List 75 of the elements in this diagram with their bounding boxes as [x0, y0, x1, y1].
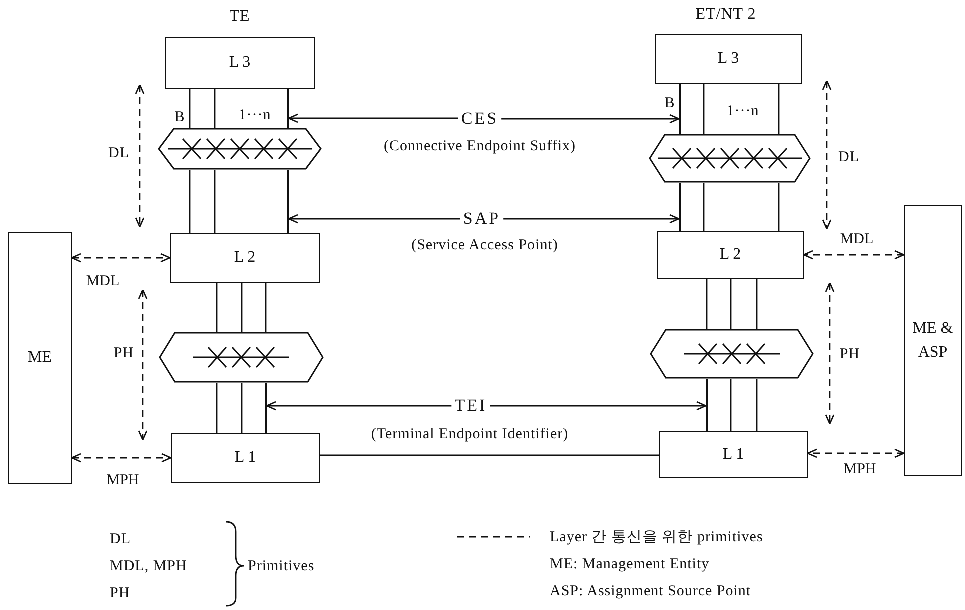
box-label: ME & ASP	[912, 318, 954, 362]
layer-box	[659, 431, 808, 478]
arrow	[502, 114, 680, 124]
acronym-expansion: (Terminal Endpoint Identifier)	[371, 426, 569, 444]
arrow	[71, 453, 172, 463]
connector-line	[214, 89, 216, 128]
arrow	[490, 401, 707, 411]
connector-line	[706, 279, 708, 329]
connector-line	[778, 84, 780, 134]
connector-line	[730, 379, 732, 431]
connector-line	[216, 283, 218, 332]
label-text: ASP: Assignment Source Point	[550, 584, 752, 600]
layer-box	[655, 34, 802, 84]
connector-line	[241, 283, 243, 332]
connector-line	[730, 279, 732, 329]
channel-line	[287, 170, 289, 233]
connector-line	[778, 183, 780, 231]
channel-line	[287, 89, 289, 128]
channel-line	[265, 383, 267, 433]
box-label: ME	[28, 348, 52, 368]
connector-line	[703, 183, 705, 231]
entity-box	[904, 205, 962, 476]
acronym-expansion: (Connective Endpoint Suffix)	[384, 138, 576, 156]
hexagon-symbol	[649, 134, 811, 183]
connector-line	[189, 89, 191, 128]
arrow	[807, 448, 905, 458]
box-label: L 2	[234, 248, 256, 268]
connector-line	[189, 170, 191, 233]
arrow	[266, 401, 452, 411]
label-text: 1···n	[726, 104, 760, 120]
legend-text: Layer 간 통신을 위한 primitives	[550, 528, 764, 546]
channel-line	[706, 379, 708, 431]
box-label: L 3	[718, 49, 740, 69]
layer-box	[171, 433, 320, 483]
box-label: L 1	[234, 448, 256, 468]
connector-line	[756, 279, 758, 329]
label-text: 1···n	[238, 108, 272, 124]
hexagon-symbol	[650, 329, 814, 379]
acronym-expansion: (Service Access Point)	[412, 238, 558, 254]
label-text: PH	[110, 586, 130, 602]
connector-line	[241, 383, 243, 433]
label-text: DL	[108, 146, 130, 162]
stack-title: TE	[230, 8, 250, 26]
connector-line	[265, 283, 267, 332]
box-label: L 1	[722, 444, 744, 464]
connector-line	[703, 84, 705, 134]
arrow	[803, 250, 905, 260]
connector-line	[756, 379, 758, 431]
connector-line	[216, 383, 218, 433]
label-text: DL	[110, 532, 131, 548]
box-label: L 2	[720, 245, 742, 265]
label-text: DL	[838, 150, 860, 166]
channel-line	[679, 84, 681, 134]
label-text: MDL, MPH	[110, 558, 188, 576]
arrow	[71, 253, 171, 263]
label-text: PH	[114, 346, 134, 362]
entity-box	[8, 232, 72, 484]
label-text: ME: Management Entity	[550, 556, 710, 574]
label-text: B	[174, 110, 186, 126]
hexagon-symbol	[159, 332, 324, 383]
arrow	[288, 114, 458, 124]
channel-line	[679, 183, 681, 231]
connector-line	[320, 454, 659, 456]
layer-box	[165, 37, 315, 89]
hexagon-symbol	[158, 128, 322, 170]
layer-box	[170, 233, 320, 283]
label-text: PH	[840, 346, 860, 364]
arrow	[288, 214, 460, 224]
arrow	[504, 214, 680, 224]
layer-box	[657, 231, 804, 279]
label-text: Primitives	[248, 558, 315, 576]
box-label: L 3	[229, 53, 251, 73]
label-text: B	[664, 96, 676, 112]
stack-title: ET/NT 2	[696, 6, 756, 24]
connector-line	[214, 170, 216, 233]
